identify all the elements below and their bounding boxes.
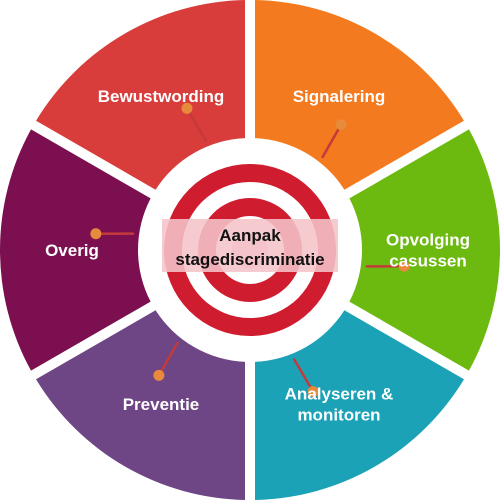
dart-icon-overig bbox=[90, 228, 135, 240]
segment-label-bewustwording-line-1: Bewustwording bbox=[98, 87, 225, 106]
segment-label-analyseren: Analyseren & monitoren bbox=[285, 385, 394, 425]
segment-label-analyseren-line-1: Analyseren & bbox=[285, 385, 394, 404]
segment-analyseren bbox=[255, 310, 464, 500]
darts bbox=[90, 102, 410, 398]
segment-opvolging bbox=[349, 129, 500, 371]
segment-label-preventie: Preventie bbox=[123, 395, 200, 414]
segment-label-analyseren-line-2: monitoren bbox=[297, 406, 380, 425]
center-label-band bbox=[162, 219, 338, 272]
segment-bewustwording bbox=[36, 0, 245, 190]
segment-preventie bbox=[36, 310, 245, 500]
dart-icon-signalering bbox=[321, 119, 347, 159]
segment-label-overig: Overig bbox=[45, 241, 99, 260]
dart-icon-opvolging bbox=[365, 260, 410, 272]
center-title-line-2: stagediscriminatie bbox=[175, 250, 324, 269]
center-target: Aanpak stagediscriminatie bbox=[162, 164, 338, 336]
segment-overig bbox=[0, 129, 151, 371]
segment-label-signalering-line-1: Signalering bbox=[293, 87, 386, 106]
segment-label-opvolging-line-2: casussen bbox=[389, 252, 467, 271]
segment-label-bewustwording: Bewustwording bbox=[98, 87, 225, 106]
dart-icon-analyseren bbox=[292, 358, 319, 398]
segment-label-overig-line-1: Overig bbox=[45, 241, 99, 260]
segment-label-preventie-line-1: Preventie bbox=[123, 395, 200, 414]
segment-label-opvolging: Opvolging casussen bbox=[386, 231, 470, 271]
center-title-line-1: Aanpak bbox=[219, 226, 281, 245]
dart-icon-preventie bbox=[153, 341, 179, 381]
segment-label-signalering: Signalering bbox=[293, 87, 386, 106]
segment-signalering bbox=[255, 0, 464, 190]
dart-icon-bewustwording bbox=[181, 102, 208, 142]
segment-label-opvolging-line-1: Opvolging bbox=[386, 231, 470, 250]
